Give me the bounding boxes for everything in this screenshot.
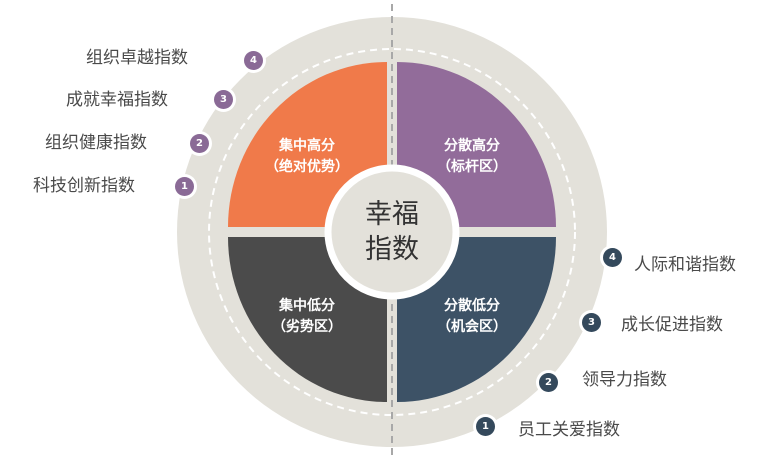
right-index-label-4: 人际和谐指数 (634, 255, 736, 275)
right-index-label-2: 领导力指数 (582, 370, 667, 390)
left-index-label-4: 组织卓越指数 (86, 48, 188, 68)
left-index-badge-4: 4 (244, 51, 263, 70)
quadrant-top-left-title: 集中高分 (278, 137, 335, 154)
quadrant-bottom-left-title: 集中低分 (278, 297, 335, 314)
quadrant-top-right-subtitle: （标杆区） (437, 158, 507, 175)
right-index-label-3: 成长促进指数 (621, 315, 723, 335)
right-index-badge-4: 4 (603, 248, 622, 267)
left-index-badge-1: 1 (175, 177, 194, 196)
left-index-label-3: 成就幸福指数 (66, 90, 168, 110)
center-title-line2: 指数 (365, 234, 419, 265)
dashed-ring (208, 48, 576, 416)
quadrant-bottom-right-title: 分散低分 (444, 297, 500, 314)
quadrant-top-left-subtitle: （绝对优势） (265, 158, 349, 175)
left-index-badge-3: 3 (214, 90, 233, 109)
center-title-line1: 幸福 (365, 199, 419, 230)
left-index-label-2: 组织健康指数 (45, 133, 147, 153)
quadrant-bottom-left-subtitle: （劣势区） (272, 318, 342, 335)
right-index-label-1: 员工关爱指数 (518, 420, 620, 440)
quadrant-bottom-right-subtitle: （机会区） (437, 318, 507, 335)
center-circle (324, 164, 460, 300)
left-index-label-1: 科技创新指数 (33, 176, 135, 196)
right-index-badge-3: 3 (582, 313, 601, 332)
right-index-badge-1: 1 (476, 417, 495, 436)
left-index-badge-2: 2 (190, 134, 209, 153)
quadrant-top-right-title: 分散高分 (444, 137, 500, 154)
right-index-badge-2: 2 (539, 373, 558, 392)
